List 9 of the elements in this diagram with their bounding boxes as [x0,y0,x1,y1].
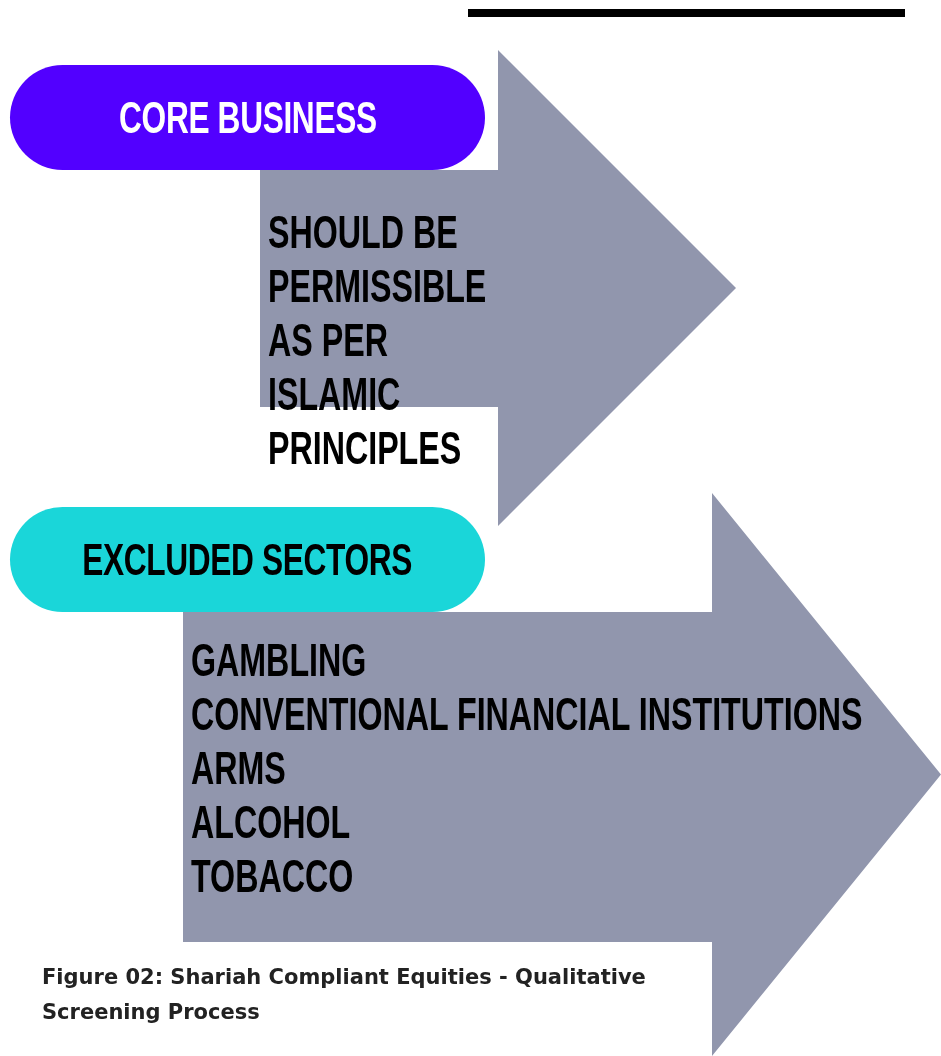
body-text: CONVENTIONAL FINANCIAL INSTITUTIONS [191,687,864,741]
body-text: TOBACCO [191,849,355,903]
figure-caption: Figure 02: Shariah Compliant Equities - Qualitative Screening Process [42,964,647,1026]
body-text: GAMBLING [191,633,368,687]
body-text: ARMS [191,741,287,795]
heading-text: EXCLUDED SECTORS [82,534,413,585]
body-text: ALCOHOL [191,795,352,849]
body-text: SHOULD BE PERMISSIBLE AS PER ISLAMIC PRINCIPLES [268,205,488,475]
heading-text: CORE BUSINESS [118,92,377,143]
